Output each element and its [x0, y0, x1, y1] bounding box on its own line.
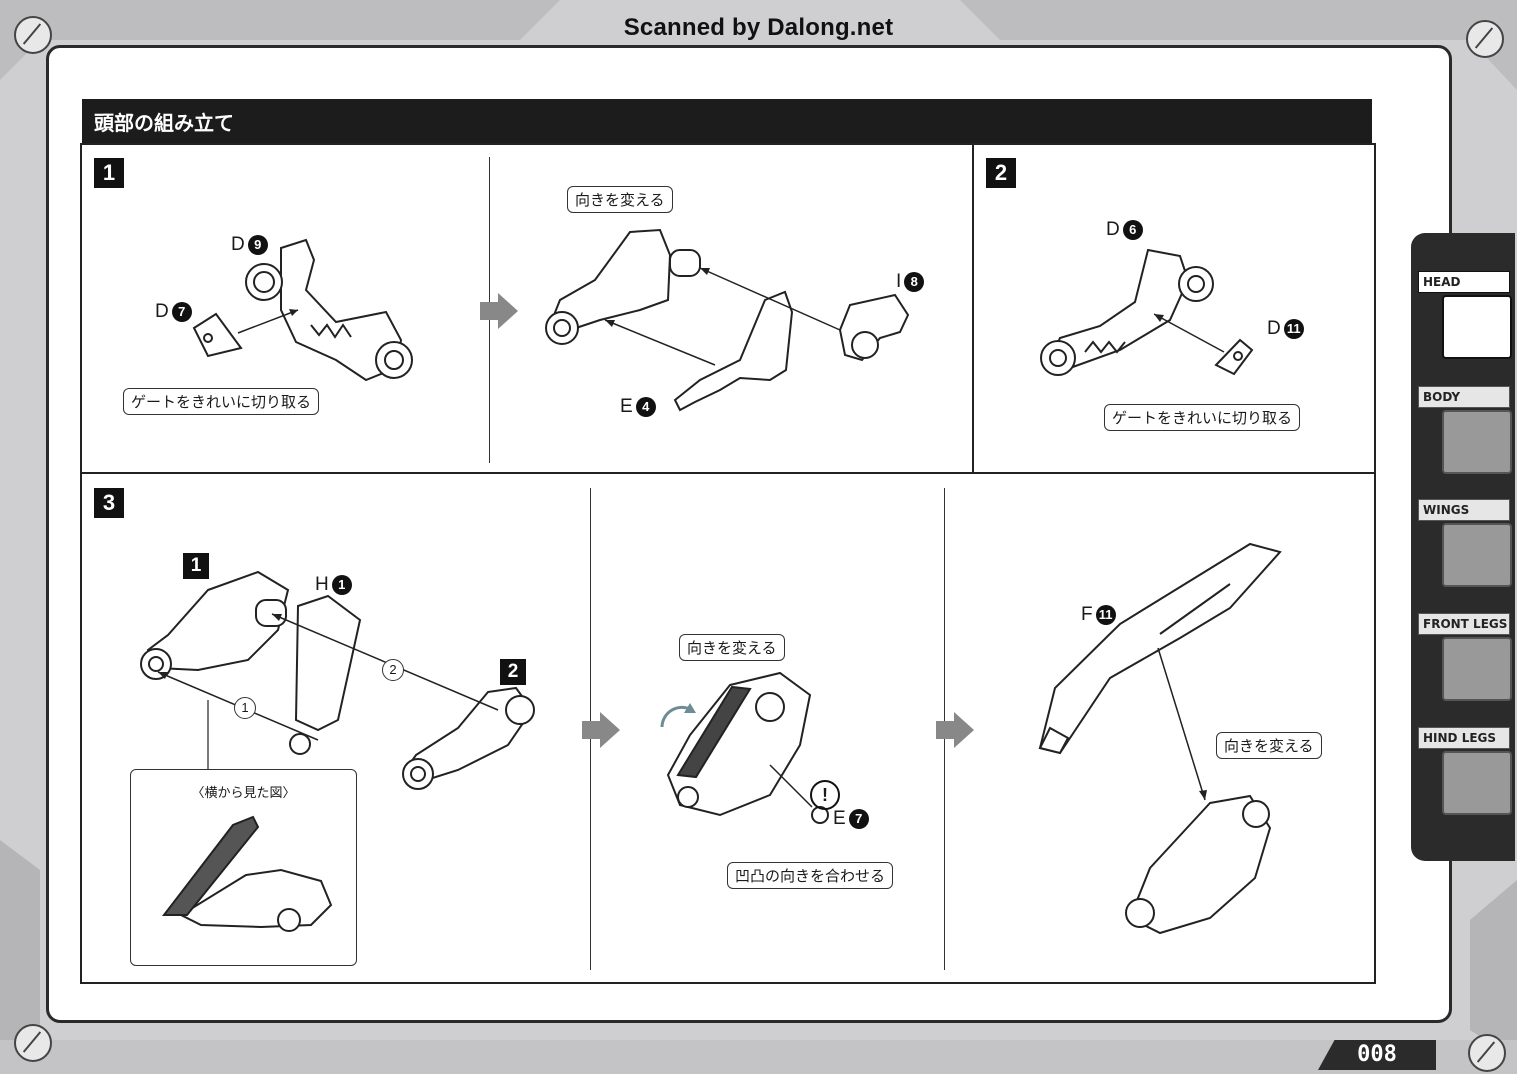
front-legs-part-icon: [1442, 637, 1512, 701]
next-arrow-icon: [480, 293, 518, 329]
corner-ornament-bl: [14, 1024, 52, 1062]
corner-ornament-tr: [1466, 20, 1504, 58]
callout-turn-step3c: 向きを変える: [1216, 732, 1322, 759]
step1-assembly-illustration: [545, 228, 910, 412]
next-arrow-icon: [936, 712, 974, 748]
step-number-3: 3: [94, 488, 124, 518]
order-mark-2: 2: [382, 659, 404, 681]
warning-icon: !: [810, 780, 840, 810]
head-part-icon: [1442, 295, 1512, 359]
corner-ornament-br: [1468, 1034, 1506, 1072]
callout-turn-step3a: 向きを変える: [679, 634, 785, 661]
body-part-icon: [1442, 410, 1512, 474]
step3-rotate-illustration: [660, 671, 829, 824]
page-number: 008: [1318, 1040, 1436, 1070]
step2-head-frame-illustration: [1040, 248, 1254, 376]
scan-watermark: Scanned by Dalong.net: [623, 14, 894, 41]
section-title: 頭部の組み立て: [94, 111, 234, 135]
step3-canopy-illustration: [1038, 542, 1282, 935]
side-view-illustration: [161, 815, 333, 932]
tab-body-label: BODY: [1418, 386, 1510, 408]
substep-ref-2: 2: [500, 659, 526, 685]
tab-front-legs-label: FRONT LEGS: [1418, 613, 1510, 635]
step-number-2: 2: [986, 158, 1016, 188]
callout-cut-gate-step1: ゲートをきれいに切り取る: [123, 388, 320, 415]
tab-head-label: HEAD: [1418, 271, 1510, 293]
step-number-1: 1: [94, 158, 124, 188]
hind-legs-part-icon: [1442, 751, 1512, 815]
side-view-inset: 〈横から見た図〉: [130, 769, 357, 966]
callout-turn-step1: 向きを変える: [567, 186, 673, 213]
side-view-title: 〈横から見た図〉: [191, 786, 296, 801]
corner-ornament-tl: [14, 16, 52, 54]
step1-head-frame-illustration: [192, 238, 413, 382]
wings-part-icon: [1442, 523, 1512, 587]
step3-merge-illustration: [140, 570, 535, 790]
section-header: 頭部の組み立て: [82, 99, 1372, 143]
next-arrow-icon: [582, 712, 620, 748]
callout-align-bumps: 凹凸の向きを合わせる: [727, 862, 894, 889]
substep-ref-1: 1: [183, 553, 209, 579]
tab-hind-legs-label: HIND LEGS: [1418, 727, 1510, 749]
tab-wings-label: WINGS: [1418, 499, 1510, 521]
callout-cut-gate-step2: ゲートをきれいに切り取る: [1104, 404, 1301, 431]
order-mark-1: 1: [234, 697, 256, 719]
